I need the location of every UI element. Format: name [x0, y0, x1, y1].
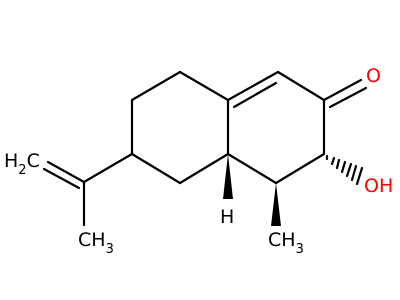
- isopropenyl-methyl-label: CH3: [78, 229, 114, 257]
- bond-c4-c4a: [226, 152, 278, 185]
- bond-c2-o-ketone: [322, 78, 363, 102]
- isopropenyl-methyl-subscript: 3: [106, 242, 114, 257]
- hash-oh-4: [340, 160, 347, 174]
- hash-oh-3: [335, 158, 341, 170]
- oxygen-hydroxyl-label: OH: [364, 175, 393, 197]
- wedge-c4a-h: [223, 154, 233, 199]
- vinylidene-subscript: 2: [18, 163, 26, 178]
- hash-oh-5: [345, 162, 353, 178]
- bond-c2-o-ketone-double: [328, 86, 368, 109]
- bond-c1-c2: [276, 70, 326, 102]
- isopropenyl-methyl-ch: CH: [78, 229, 106, 251]
- wedge-c4-methyl: [271, 183, 281, 226]
- hash-oh-7: [355, 166, 364, 186]
- bond-isopropenyl-ch2: [46, 160, 86, 184]
- ring-methyl-subscript: 3: [296, 242, 304, 257]
- bond-c8a-c8: [178, 70, 230, 102]
- bond-c1-c1-double: [232, 81, 278, 109]
- bond-c8-c7: [130, 70, 182, 102]
- vinylidene-c: C: [27, 150, 40, 172]
- vinylidene-label: H2C: [4, 150, 40, 178]
- bond-c3-c4: [274, 152, 326, 185]
- bond-c8a-c1: [226, 70, 280, 102]
- hash-oh-2: [330, 156, 336, 166]
- bond-isopropenyl-ch2-double: [42, 167, 81, 190]
- ring-methyl-ch: CH: [268, 229, 296, 251]
- bond-c5-c4a: [178, 152, 230, 185]
- bond-c6-c5: [130, 152, 182, 185]
- ring-junction-hydrogen-label: H: [220, 206, 234, 228]
- hash-oh-6: [350, 164, 358, 182]
- oxygen-ketone-label: O: [366, 65, 381, 87]
- ring-methyl-label: CH3: [268, 229, 304, 257]
- bond-c6-isopropenyl: [82, 152, 134, 184]
- vinylidene-h: H: [4, 150, 18, 172]
